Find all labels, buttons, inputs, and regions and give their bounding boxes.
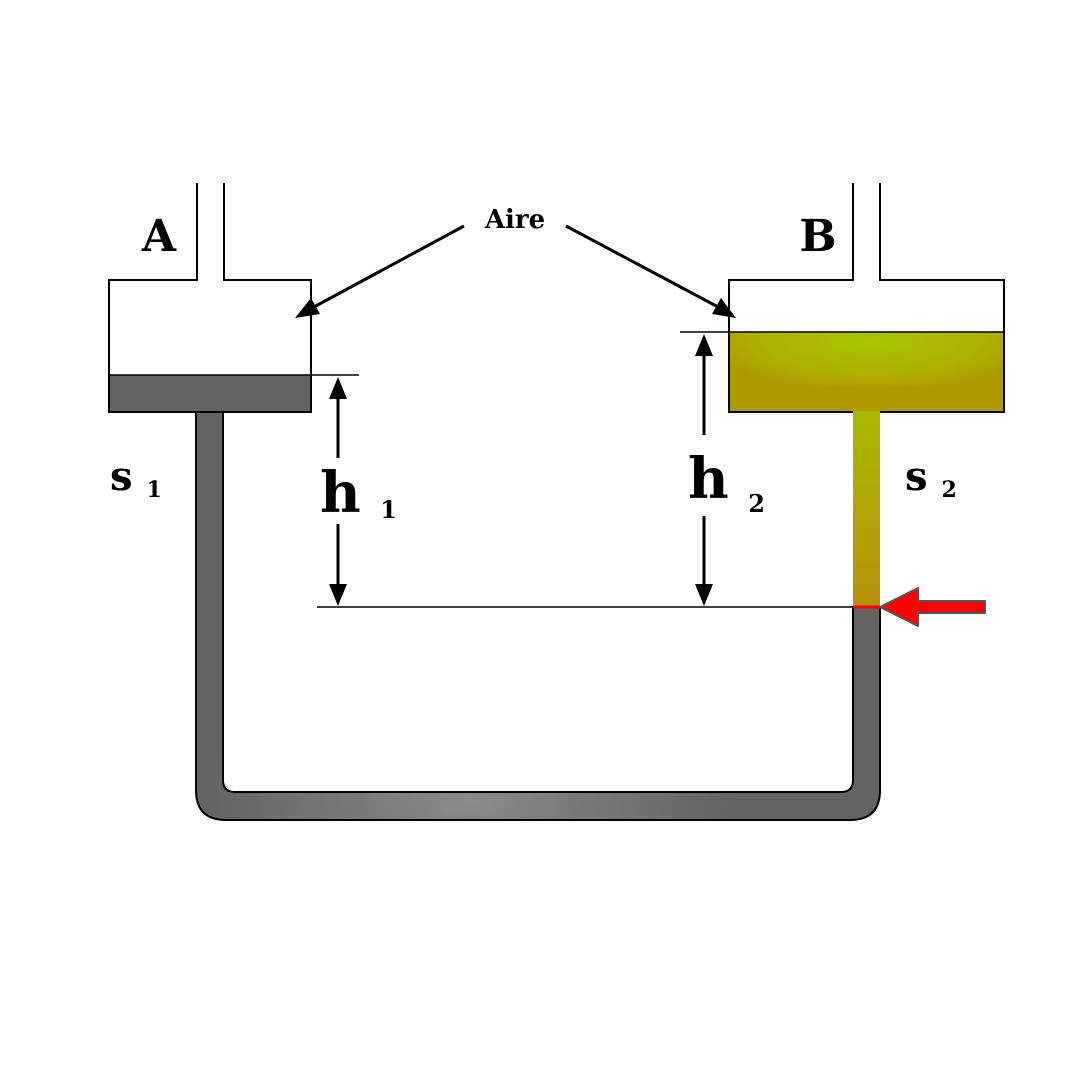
h1-main: h [320,460,361,526]
h1-dimension [329,377,347,606]
air-pointer-right-shaft [565,224,721,310]
s2-main: s [905,453,928,500]
air-right-arrowhead-icon [712,298,736,318]
vessel-b-liquid [729,332,1004,412]
h2-main: h [688,446,729,512]
vessel-a-outline [108,183,312,413]
s1-subscript: 1 [146,477,161,503]
s2-label: s 2 [905,453,957,503]
h2-up-arrowhead-icon [695,334,713,356]
s2-subscript: 2 [941,477,956,503]
h1-subscript: 1 [380,495,397,524]
vessel-b [728,183,1005,607]
air-pointers [295,224,736,318]
h1-down-arrowhead-icon [329,584,347,606]
air-left-arrowhead-icon [295,298,320,318]
h2-label: h 2 [688,446,765,518]
vessel-a [108,183,312,413]
air-label: Aire [484,205,545,235]
s1-main: s [110,453,133,500]
h2-dimension [695,334,713,606]
vessel-b-label: B [799,211,836,262]
vessel-b-outline [728,183,1005,413]
h1-label: h 1 [320,460,397,526]
red-left-arrow-icon [879,587,986,627]
s1-label: s 1 [110,453,162,503]
air-pointer-left-shaft [311,224,465,310]
h2-down-arrowhead-icon [695,584,713,606]
u-tube-dark-liquid [195,411,881,821]
vessel-a-liquid [109,375,311,412]
vessel-a-label: A [141,211,177,262]
right-tube-light-liquid [853,411,880,607]
h2-subscript: 2 [748,489,765,518]
h1-up-arrowhead-icon [329,377,347,399]
